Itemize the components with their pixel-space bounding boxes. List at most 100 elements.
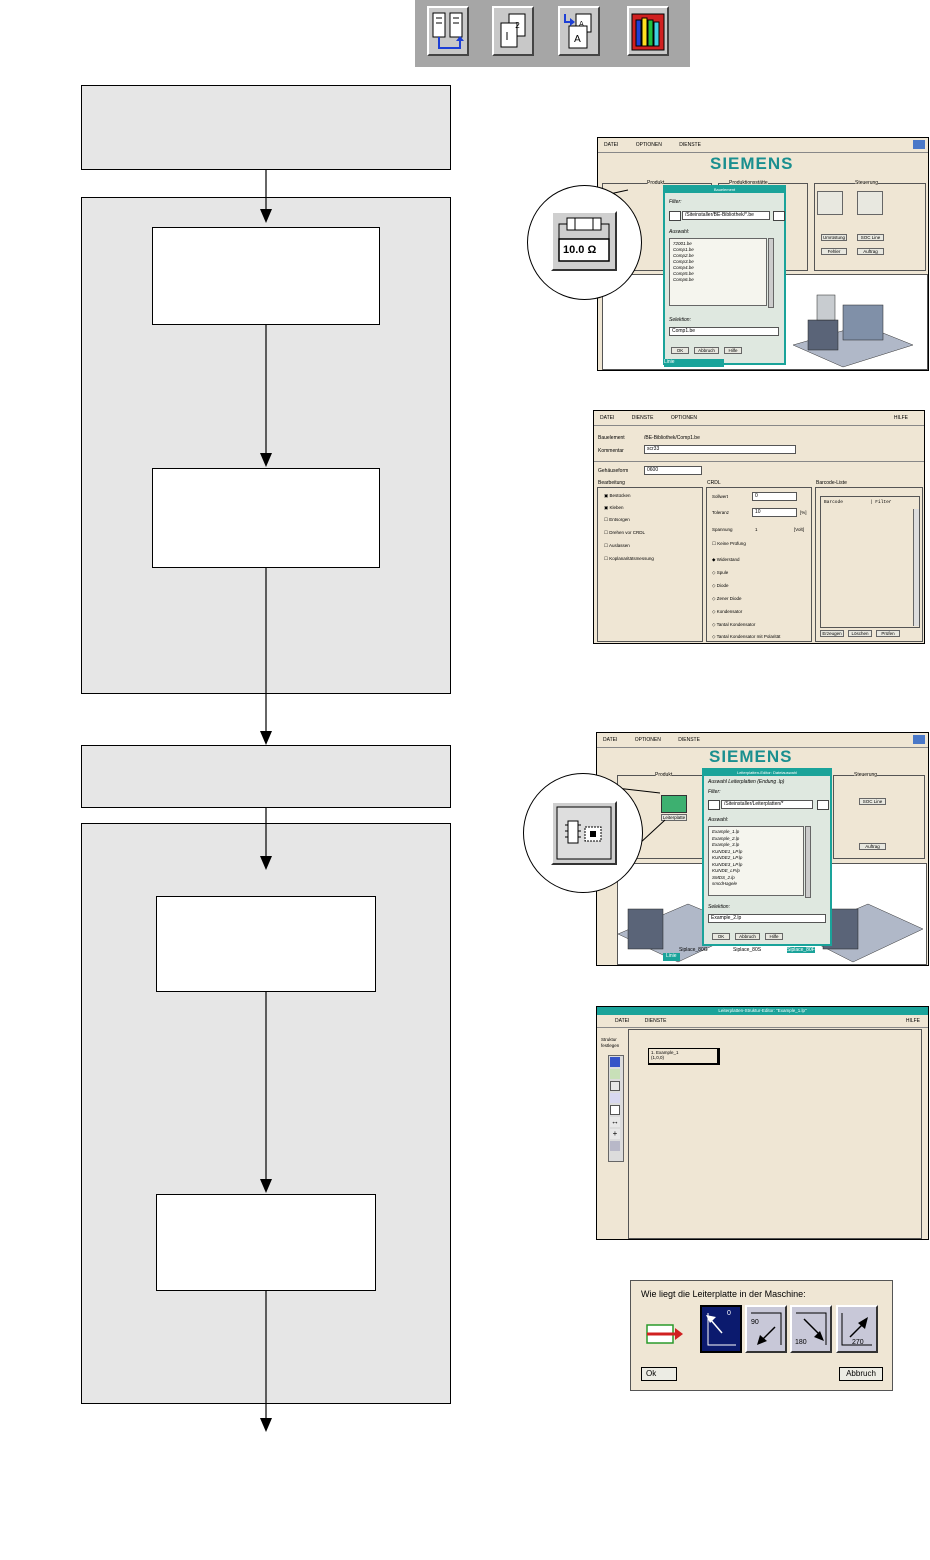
radio-spule[interactable]: ◇ Spule [712,570,728,576]
dialog-leiterplatte: Leiterplatten-Editor: Dateiauswahl Auswa… [702,768,832,946]
soc-icon[interactable] [857,191,883,215]
board-icon[interactable] [610,1069,620,1079]
orientation-270-button[interactable]: 270 [836,1305,878,1353]
radio-tantal[interactable]: ◇ Tantal Kondensator [712,622,755,628]
panel-icon[interactable] [610,1081,620,1091]
leiterplatte-button[interactable]: Leiterplatte [661,814,687,821]
check-drehen[interactable]: ☐ Drehen vor CRDL [604,530,645,536]
menu-dienste[interactable]: DIENSTE [679,142,701,148]
hilfe-button[interactable]: Hilfe [724,347,742,354]
radio-tantal-polaritat[interactable]: ◇ Tantal Kondensator mit Polarität [712,634,780,640]
filter-apply-icon[interactable] [817,800,829,810]
filter-input[interactable]: /Siteinstaller/BE-Bibliothek/*.be [682,211,770,220]
menu-hilfe[interactable]: HILFE [906,1015,920,1027]
loschen-button[interactable]: Löschen [848,630,872,637]
dialog-subtitle: Auswahl Leiterplatten (Endung .lp) [708,779,784,785]
umrustung-icon[interactable] [817,191,843,215]
board-direction-icon [643,1315,683,1353]
radio-kondensator[interactable]: ◇ Kondensator [712,609,742,615]
move-horizontal-icon[interactable]: ↔ [610,1117,620,1127]
radio-diode[interactable]: ◇ Diode [712,583,728,589]
folder-icon[interactable] [708,800,720,810]
folder-icon[interactable] [669,211,681,221]
abbruch-button[interactable]: Abbruch [694,347,719,354]
check-auslassen[interactable]: ☐ Auslassen [604,543,630,549]
filter-input[interactable]: /Siteinstaller/Leiterplatten/* [721,800,813,809]
erzeugen-button[interactable]: Erzeugen [820,630,844,637]
menu-optionen[interactable]: OPTIONEN [671,415,697,421]
check-koplanaritat[interactable]: ☐ Koplanaritätsmessung [604,556,654,562]
structure-canvas[interactable]: 1. Example_1 (1,0,0) [628,1029,922,1239]
auftrag-button[interactable]: Auftrag [857,248,884,255]
dialog-bauelement: Bauelement Filter: /Siteinstaller/BE-Bib… [663,185,786,365]
menu-dienste[interactable]: DIENSTE [632,415,654,421]
sollwert-input[interactable]: 0 [752,492,797,501]
umrustung-button[interactable]: Umrüstung [821,234,847,241]
file-list[interactable]: Example_1.lp Example_2.lp Example_3.lp K… [708,826,804,896]
radio-zener[interactable]: ◇ Zener Diode [712,596,741,602]
bauelement-label: Bauelement [598,435,625,441]
hilfe-button[interactable]: Hilfe [765,933,783,940]
orientation-0-button[interactable]: 0 [700,1305,742,1353]
menu-bar: DATEI OPTIONEN DIENSTE [597,733,928,748]
menu-datei[interactable]: DATEI [600,415,614,421]
ok-button[interactable]: Ok [641,1367,677,1381]
check-keine-prufung[interactable]: ☐ Keine Prüfung [712,541,746,547]
menu-optionen[interactable]: OPTIONEN [635,737,661,743]
soc-line-button[interactable]: SOC Line [859,798,886,805]
prufen-button[interactable]: Prüfen [876,630,900,637]
list-item[interactable]: Comp6.be [673,277,763,283]
selection-input[interactable]: Example_2.lp [708,914,826,923]
leiterplatte-big-button[interactable] [551,801,617,865]
structure-node[interactable]: 1. Example_1 (1,0,0) [648,1048,720,1065]
list-scrollbar[interactable] [805,826,811,898]
check-entsorgen[interactable]: ☐ Entsorgen [604,517,630,523]
angle-0-label: 0 [727,1310,731,1317]
menu-datei[interactable]: DATEI [615,1018,629,1024]
filter-label: Filter: [669,199,682,205]
selection-input[interactable]: Comp1.be [669,327,779,336]
kommentar-input[interactable]: scr33 [644,445,796,454]
abbruch-button[interactable]: Abbruch [839,1367,883,1381]
menu-datei[interactable]: DATEI [604,142,618,148]
menu-dienste[interactable]: DIENSTE [678,737,700,743]
file-list[interactable]: 72001.be Comp1.be Comp2.be Comp3.be Comp… [669,238,767,306]
gehause-input[interactable]: 0600 [644,466,702,475]
divider [594,461,924,462]
list-scrollbar[interactable] [768,238,774,308]
board-icon[interactable] [661,795,687,813]
arrow-head [260,453,272,467]
auftrag-button[interactable]: Auftrag [859,843,886,850]
filter-apply-icon[interactable] [773,211,785,221]
pen-icon[interactable] [610,1093,620,1103]
list-item[interactable]: smcdHagele [712,881,800,888]
resistor-button[interactable]: 10.0 Ω [551,211,617,271]
arrow-head [260,1418,272,1432]
delete-icon[interactable] [610,1141,620,1151]
check-kleben[interactable]: ▣ Kleben [604,505,624,511]
split-icon[interactable]: + [610,1129,620,1139]
menu-hilfe[interactable]: HILFE [894,411,908,425]
arrow-head [260,1179,272,1193]
arrow-head [260,731,272,745]
abbruch-button[interactable]: Abbruch [735,933,760,940]
orientation-90-button[interactable]: 90 [745,1305,787,1353]
orientation-180-button[interactable]: 180 [790,1305,832,1353]
fehler-button[interactable]: Fehler [821,248,847,255]
check-bestucken[interactable]: ▣ Bestücken [604,493,631,499]
pointer-icon[interactable] [610,1057,620,1067]
menu-dienste[interactable]: DIENSTE [645,1018,667,1024]
copy-icon[interactable] [610,1105,620,1115]
radio-widerstand[interactable]: ◆ Widerstand [712,557,739,563]
panel-bearbeitung: ▣ Bestücken ▣ Kleben ☐ Entsorgen ☐ Drehe… [597,487,703,642]
app-icon [913,140,925,149]
screen-component-editor: DATEI DIENSTE OPTIONEN HILFE Bauelement … [593,410,925,644]
soc-line-button[interactable]: SOC Line [857,234,884,241]
menu-datei[interactable]: DATEI [603,737,617,743]
menu-optionen[interactable]: OPTIONEN [636,142,662,148]
ok-button[interactable]: OK [712,933,730,940]
toleranz-input[interactable]: 10 [752,508,797,517]
ok-button[interactable]: OK [671,347,689,354]
barcode-scrollbar[interactable] [913,509,919,626]
barcode-list[interactable]: Barcode | Filter [820,496,920,628]
